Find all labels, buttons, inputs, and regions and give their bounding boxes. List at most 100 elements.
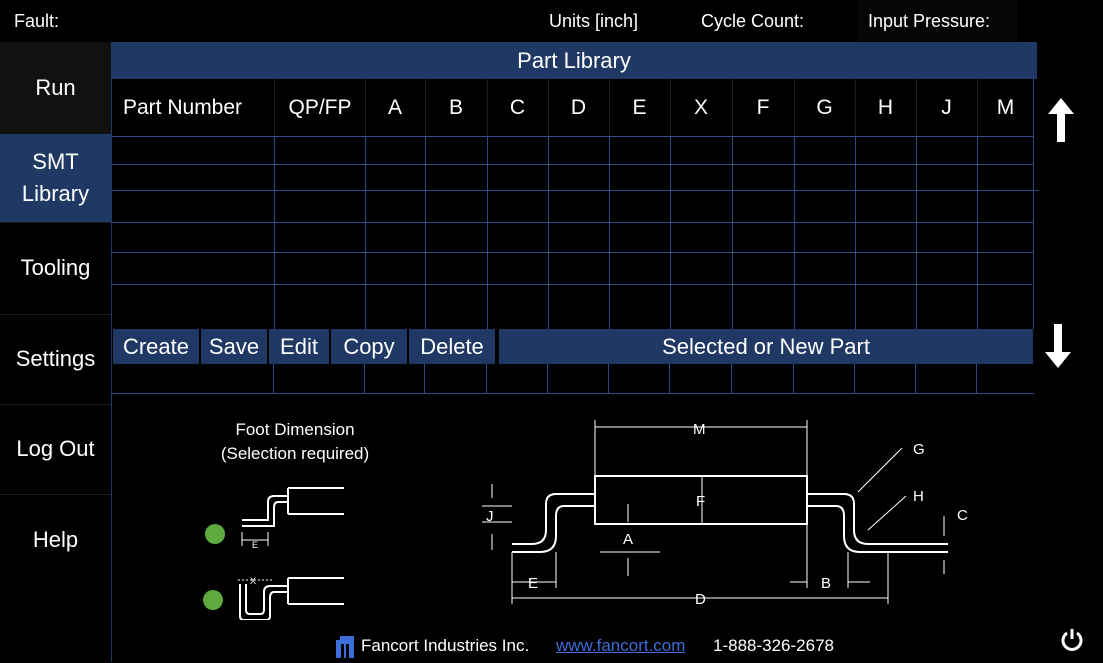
sidebar-item-label: Log Out: [16, 436, 95, 461]
column-header-h[interactable]: H: [855, 79, 917, 136]
save-button[interactable]: Save: [201, 329, 267, 364]
table-row-line: [111, 222, 1034, 223]
column-header-label: G: [816, 95, 833, 119]
dim-b-label: B: [821, 575, 831, 592]
sidebar-item-label: SMT Library: [21, 149, 90, 206]
table-row-line: [111, 190, 1039, 191]
table-col-line: [794, 136, 795, 329]
table-col-line: [1033, 79, 1034, 329]
column-header-x[interactable]: X: [670, 79, 733, 136]
column-header-b[interactable]: B: [425, 79, 488, 136]
table-col-line: [916, 136, 917, 329]
table-col-line: [977, 136, 978, 329]
foot-option-1-radio[interactable]: [205, 524, 225, 544]
edit-row-line: [976, 364, 977, 393]
dim-h-label: H: [913, 488, 924, 505]
column-header-c[interactable]: C: [487, 79, 549, 136]
foot-option-icons: E X: [238, 487, 344, 620]
sidebar-divider: [111, 42, 112, 662]
column-header-label: C: [509, 95, 526, 119]
edit-row-line: [793, 364, 794, 393]
table-col-line: [609, 136, 610, 329]
column-header-qp-fp[interactable]: QP/FP: [275, 79, 366, 136]
sidebar-item-label: Tooling: [20, 255, 91, 280]
column-header-label: QP/FP: [288, 95, 352, 119]
edit-row-line: [608, 364, 609, 393]
table-col-line: [548, 136, 549, 329]
edit-row-line: [364, 364, 365, 393]
table-col-line: [855, 136, 856, 329]
column-header-label: A: [387, 95, 402, 119]
column-header-m[interactable]: M: [977, 79, 1034, 136]
dim-e-label: E: [528, 575, 538, 592]
sidebar-item-log-out[interactable]: Log Out: [0, 404, 111, 495]
edit-row-line: [731, 364, 732, 393]
table-col-line: [365, 136, 366, 329]
foot-dimension-title: Foot Dimension (Selection required): [200, 418, 390, 466]
input-pressure-label: Input Pressure:: [868, 11, 991, 31]
sidebar-item-settings[interactable]: Settings: [0, 314, 111, 405]
column-header-g[interactable]: G: [794, 79, 856, 136]
delete-button[interactable]: Delete: [409, 329, 495, 364]
sidebar-item-help[interactable]: Help: [0, 494, 111, 586]
component-dimension-diagram: M G H C J F A E B D: [482, 420, 968, 608]
selected-part-label: Selected or New Part: [662, 333, 870, 359]
table-row-line: [111, 164, 1034, 165]
table-col-line: [670, 136, 671, 329]
page-title: Part Library: [517, 47, 631, 73]
dim-j-label: J: [486, 508, 494, 525]
table-col-line: [274, 136, 275, 329]
small-e-label: E: [252, 540, 258, 550]
column-header-label: E: [632, 95, 647, 119]
button-label: Create: [122, 333, 190, 359]
table-row-line: [111, 136, 1034, 137]
column-header-f[interactable]: F: [732, 79, 795, 136]
pressure-box: [857, 0, 1017, 42]
button-label: Save: [208, 333, 260, 359]
column-header-j[interactable]: J: [916, 79, 978, 136]
foot-option-2-radio[interactable]: [203, 590, 223, 610]
sidebar-item-run[interactable]: Run: [0, 42, 111, 135]
column-header-d[interactable]: D: [548, 79, 610, 136]
dim-g-label: G: [913, 441, 925, 458]
column-header-a[interactable]: A: [365, 79, 426, 136]
column-header-label: F: [756, 95, 770, 119]
copy-button[interactable]: Copy: [331, 329, 407, 364]
column-header-label: Part Number: [123, 95, 243, 119]
create-button[interactable]: Create: [113, 329, 199, 364]
table-col-line: [425, 136, 426, 329]
edit-button[interactable]: Edit: [269, 329, 329, 364]
phone-number: 1-888-326-2678: [713, 636, 834, 655]
cycle-count-label: Cycle Count:: [701, 11, 805, 31]
website-link[interactable]: www.fancort.com: [556, 636, 686, 655]
sidebar-item-tooling[interactable]: Tooling: [0, 222, 111, 315]
dim-f-label: F: [696, 493, 705, 510]
units-label: Units [inch]: [549, 11, 639, 31]
column-header-label: H: [877, 95, 894, 119]
table-col-line: [487, 136, 488, 329]
dim-a-label: A: [623, 531, 633, 548]
column-header-label: M: [996, 95, 1015, 119]
scroll-down-arrow-icon[interactable]: [1045, 324, 1071, 375]
edit-row-line: [486, 364, 487, 393]
sidebar-item-label: Run: [35, 75, 76, 100]
edit-row-line: [547, 364, 548, 393]
power-icon[interactable]: [1060, 628, 1084, 657]
column-header-e[interactable]: E: [609, 79, 671, 136]
column-header-part-number[interactable]: Part Number: [111, 79, 275, 136]
edit-row-line: [273, 364, 274, 393]
small-x-label: X: [250, 576, 256, 586]
foot-dimension-subtitle: (Selection required): [220, 444, 370, 463]
column-header-label: D: [570, 95, 587, 119]
table-col-line: [732, 136, 733, 329]
sidebar-item-smt-library[interactable]: SMT Library: [0, 134, 111, 223]
sidebar-item-label: Help: [32, 527, 79, 552]
sidebar-item-label: Settings: [15, 346, 96, 371]
dim-c-label: C: [957, 507, 968, 524]
dim-d-label: D: [695, 591, 706, 608]
column-header-label: B: [448, 95, 463, 119]
scroll-up-arrow-icon[interactable]: [1048, 98, 1074, 149]
edit-row-line: [669, 364, 670, 393]
button-label: Copy: [343, 333, 395, 359]
edit-row-line: [915, 364, 916, 393]
